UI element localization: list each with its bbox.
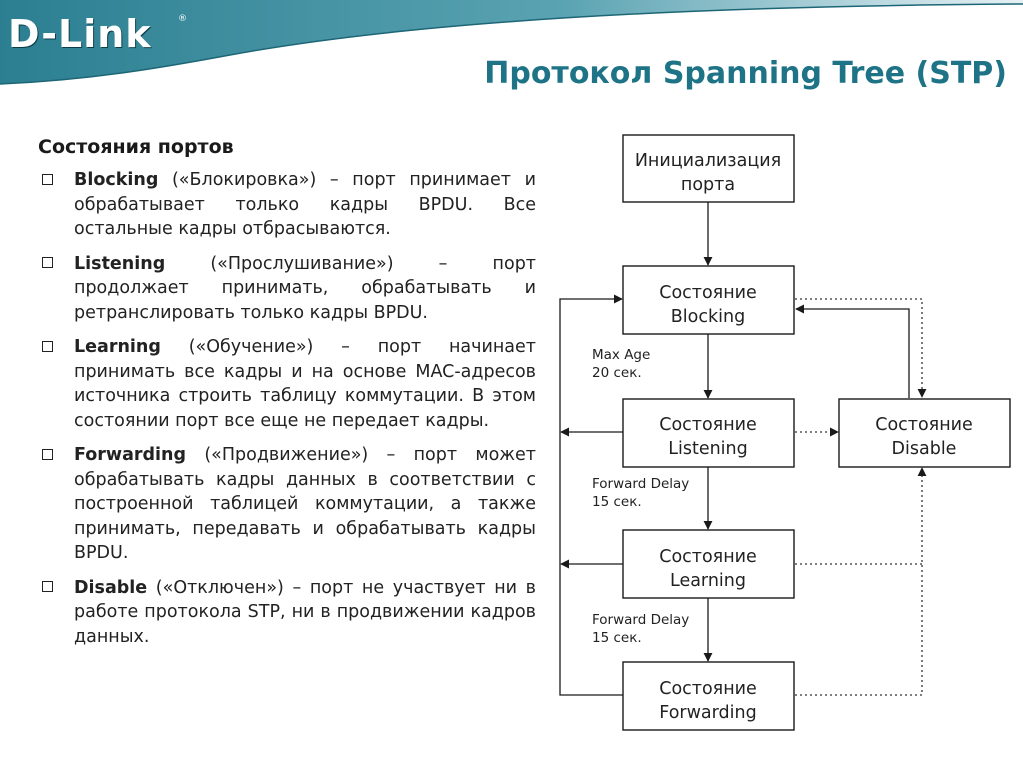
listening-box	[622, 398, 795, 468]
state-description: («Блокировка») – порт принимает и обраба…	[74, 170, 536, 239]
blocking-label-2: Blocking	[671, 307, 745, 327]
dlink-logo: D-Link	[8, 12, 152, 56]
init-label-2: порта	[681, 175, 735, 195]
state-description: («Отключен») – порт не участвует ни в ра…	[74, 577, 536, 647]
forward-delay-value-2: 15 сек.	[592, 630, 642, 646]
state-name: Learning	[74, 337, 161, 357]
forward-delay-label-2: Forward Delay	[592, 612, 689, 628]
header-swoosh	[0, 0, 1023, 84]
disable-box	[838, 398, 1011, 468]
checkbox-bullet-icon	[40, 339, 54, 353]
state-description: («Продвижение») – порт может обрабатыват…	[74, 445, 536, 563]
listening-label-2: Listening	[668, 439, 748, 459]
max-age-value: 20 сек.	[592, 365, 642, 381]
state-item-forwarding: Forwarding («Продвижение») – порт может …	[38, 443, 536, 566]
registered-mark: ®	[178, 14, 187, 24]
dotted-blocking-to-disable	[795, 298, 927, 398]
state-name: Disable	[74, 577, 148, 598]
checkbox-bullet-icon	[40, 172, 54, 186]
forward-delay-label-1: Forward Delay	[592, 476, 689, 492]
checkbox-bullet-icon	[40, 256, 54, 270]
state-text: Learning («Обучение») – порт начинает пр…	[74, 335, 536, 433]
page-title: Протокол Spanning Tree (STP)	[484, 56, 1007, 91]
header-band	[0, 0, 1023, 85]
learning-label-2: Learning	[670, 571, 746, 591]
max-age-label: Max Age	[592, 347, 650, 363]
disable-label-1: Состояние	[875, 415, 973, 435]
state-text: Listening («Прослушивание») – порт продо…	[74, 252, 536, 326]
blocking-label-1: Состояние	[659, 283, 757, 303]
state-name: Blocking	[74, 170, 159, 190]
state-item-disable: Disable («Отключен») – порт не участвует…	[38, 576, 536, 650]
state-description: («Обучение») – порт начинает принимать в…	[74, 337, 536, 431]
init-label-1: Инициализация	[635, 151, 781, 171]
dotted-forwarding-to-disable	[795, 467, 927, 696]
init-box	[622, 134, 795, 203]
blocking-box	[622, 265, 795, 335]
state-text: Forwarding («Продвижение») – порт может …	[74, 443, 536, 566]
forwarding-label-2: Forwarding	[659, 703, 756, 723]
state-name: Forwarding	[74, 445, 187, 465]
header-swoosh-edge	[0, 3, 1023, 85]
section-heading: Состояния портов	[38, 136, 234, 158]
checkbox-bullet-icon	[40, 580, 54, 594]
state-description: («Прослушивание») – порт продолжает прин…	[74, 253, 536, 323]
port-states-list: Состояния портов Blocking («Блокировка»)…	[38, 136, 536, 659]
state-text: Blocking («Блокировка») – порт принимает…	[74, 168, 536, 242]
learning-box	[622, 529, 795, 599]
disable-label-2: Disable	[892, 439, 957, 459]
state-text: Disable («Отключен») – порт не участвует…	[74, 576, 536, 650]
state-name: Listening	[74, 253, 166, 274]
forwarding-label-1: Состояние	[659, 679, 757, 699]
forward-delay-value-1: 15 сек.	[592, 494, 642, 510]
return-path-to-blocking	[559, 294, 623, 696]
state-item-listening: Listening («Прослушивание») – порт продо…	[38, 252, 536, 326]
state-item-blocking: Blocking («Блокировка») – порт принимает…	[38, 168, 536, 242]
forwarding-box	[622, 661, 795, 731]
arrow-disable-to-blocking	[795, 304, 910, 398]
state-item-learning: Learning («Обучение») – порт начинает пр…	[38, 335, 536, 433]
learning-label-1: Состояние	[659, 547, 757, 567]
listening-label-1: Состояние	[659, 415, 757, 435]
checkbox-bullet-icon	[40, 447, 54, 461]
